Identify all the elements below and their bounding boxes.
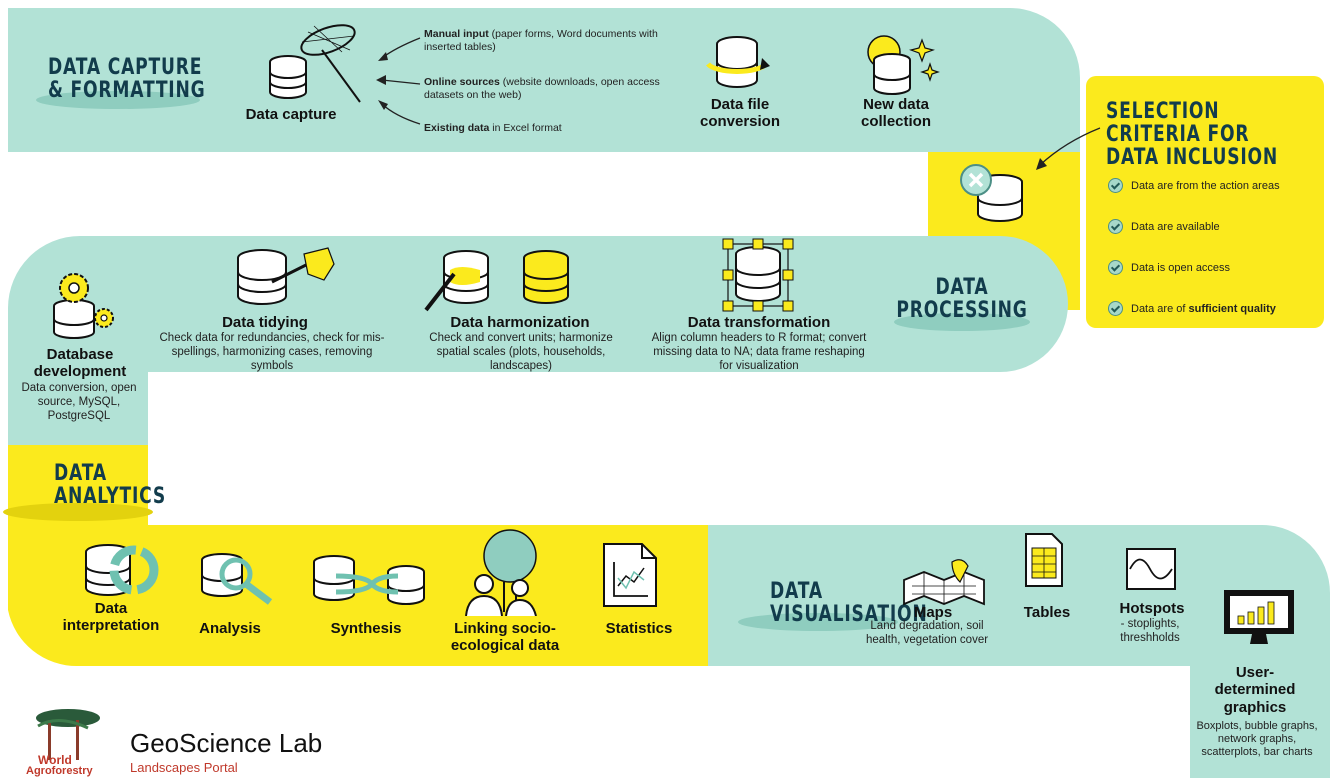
user-graphics-desc: Boxplots, bubble graphs, network graphs,… xyxy=(1196,720,1318,759)
tables-label: Tables xyxy=(1023,604,1071,621)
check-icon xyxy=(1108,260,1123,275)
data-tidying-label: Data tidying xyxy=(222,314,308,331)
section-title-processing: DATA PROCESSING xyxy=(896,275,1028,324)
data-transformation-desc: Align column headers to R format; conver… xyxy=(651,332,867,372)
new-data-collection-icon xyxy=(867,35,940,95)
section-title-selection: SELECTION CRITERIA FOR DATA INCLUSION xyxy=(1106,99,1279,171)
logo-text-bottom: Agroforestry xyxy=(26,765,93,777)
hotspots-label: Hotspots xyxy=(1119,600,1185,617)
map-icon xyxy=(903,559,985,606)
user-graphics-label: User-determined graphics xyxy=(1214,664,1296,716)
synthesis-label: Synthesis xyxy=(330,620,402,637)
new-collection-label: New data collection xyxy=(860,96,931,131)
hotspot-wave-icon xyxy=(1126,548,1176,590)
input-manual: Manual input (paper forms, Word document… xyxy=(424,28,658,54)
hotspots-desc: - stoplights, threshholds xyxy=(1120,618,1180,644)
transform-database-icon xyxy=(722,238,794,312)
criteria-item: Data are available xyxy=(1108,219,1318,234)
check-icon xyxy=(1108,219,1123,234)
data-capture-label: Data capture xyxy=(245,106,337,123)
linking-label: Linking socio-ecological data xyxy=(450,620,560,655)
criteria-item: Data are of sufficient quality xyxy=(1108,301,1318,316)
data-harmonization-desc: Check and convert units; harmonize spati… xyxy=(429,332,613,372)
input-existing: Existing data in Excel format xyxy=(424,122,562,134)
synthesis-icon xyxy=(313,555,425,605)
criteria-item: Data are from the action areas xyxy=(1108,178,1318,193)
input-online: Online sources (website downloads, open … xyxy=(424,76,660,102)
check-icon xyxy=(1108,301,1123,316)
criteria-item: Data is open access xyxy=(1108,260,1318,275)
database-dev-label: Database development xyxy=(33,346,127,381)
table-icon xyxy=(1025,533,1063,587)
file-conversion-icon xyxy=(706,36,770,88)
interpretation-icon xyxy=(85,544,159,596)
data-transformation-label: Data transformation xyxy=(687,314,831,331)
gear-database-icon xyxy=(53,273,114,339)
brush-database-icon xyxy=(424,250,569,312)
maps-label: Maps xyxy=(913,604,953,621)
socio-ecological-icon xyxy=(465,529,537,616)
section-title-capture: DATA CAPTURE & FORMATTING xyxy=(48,55,206,104)
duster-database-icon xyxy=(237,247,335,305)
brand-subtitle: Landscapes Portal xyxy=(130,760,238,775)
interpretation-label: Data interpretation xyxy=(62,600,160,635)
logo-text-top: World xyxy=(38,753,72,767)
brand-title: GeoScience Lab xyxy=(130,728,323,758)
check-icon xyxy=(1108,178,1123,193)
reject-database-icon xyxy=(960,164,1023,222)
section-title-analytics: DATA ANALYTICS xyxy=(54,461,166,510)
section-title-visualisation: DATA VISUALISATION xyxy=(770,579,928,628)
database-dev-desc: Data conversion, open source, MySQL, Pos… xyxy=(21,382,137,422)
analysis-label: Analysis xyxy=(199,620,261,637)
monitor-chart-icon xyxy=(1224,590,1294,644)
criteria-list: Data are from the action areas Data are … xyxy=(1108,178,1318,316)
world-agroforestry-logo xyxy=(36,709,100,760)
magnifier-database-icon xyxy=(201,553,273,605)
data-conversion-label: Data file conversion xyxy=(699,96,781,131)
data-harmonization-label: Data harmonization xyxy=(450,314,590,331)
data-tidying-desc: Check data for redundancies, check for m… xyxy=(159,332,385,372)
statistics-label: Statistics xyxy=(605,620,673,637)
maps-desc: Land degradation, soil health, vegetatio… xyxy=(865,620,989,646)
statistics-icon xyxy=(603,543,657,607)
net-database-icon xyxy=(269,24,361,103)
